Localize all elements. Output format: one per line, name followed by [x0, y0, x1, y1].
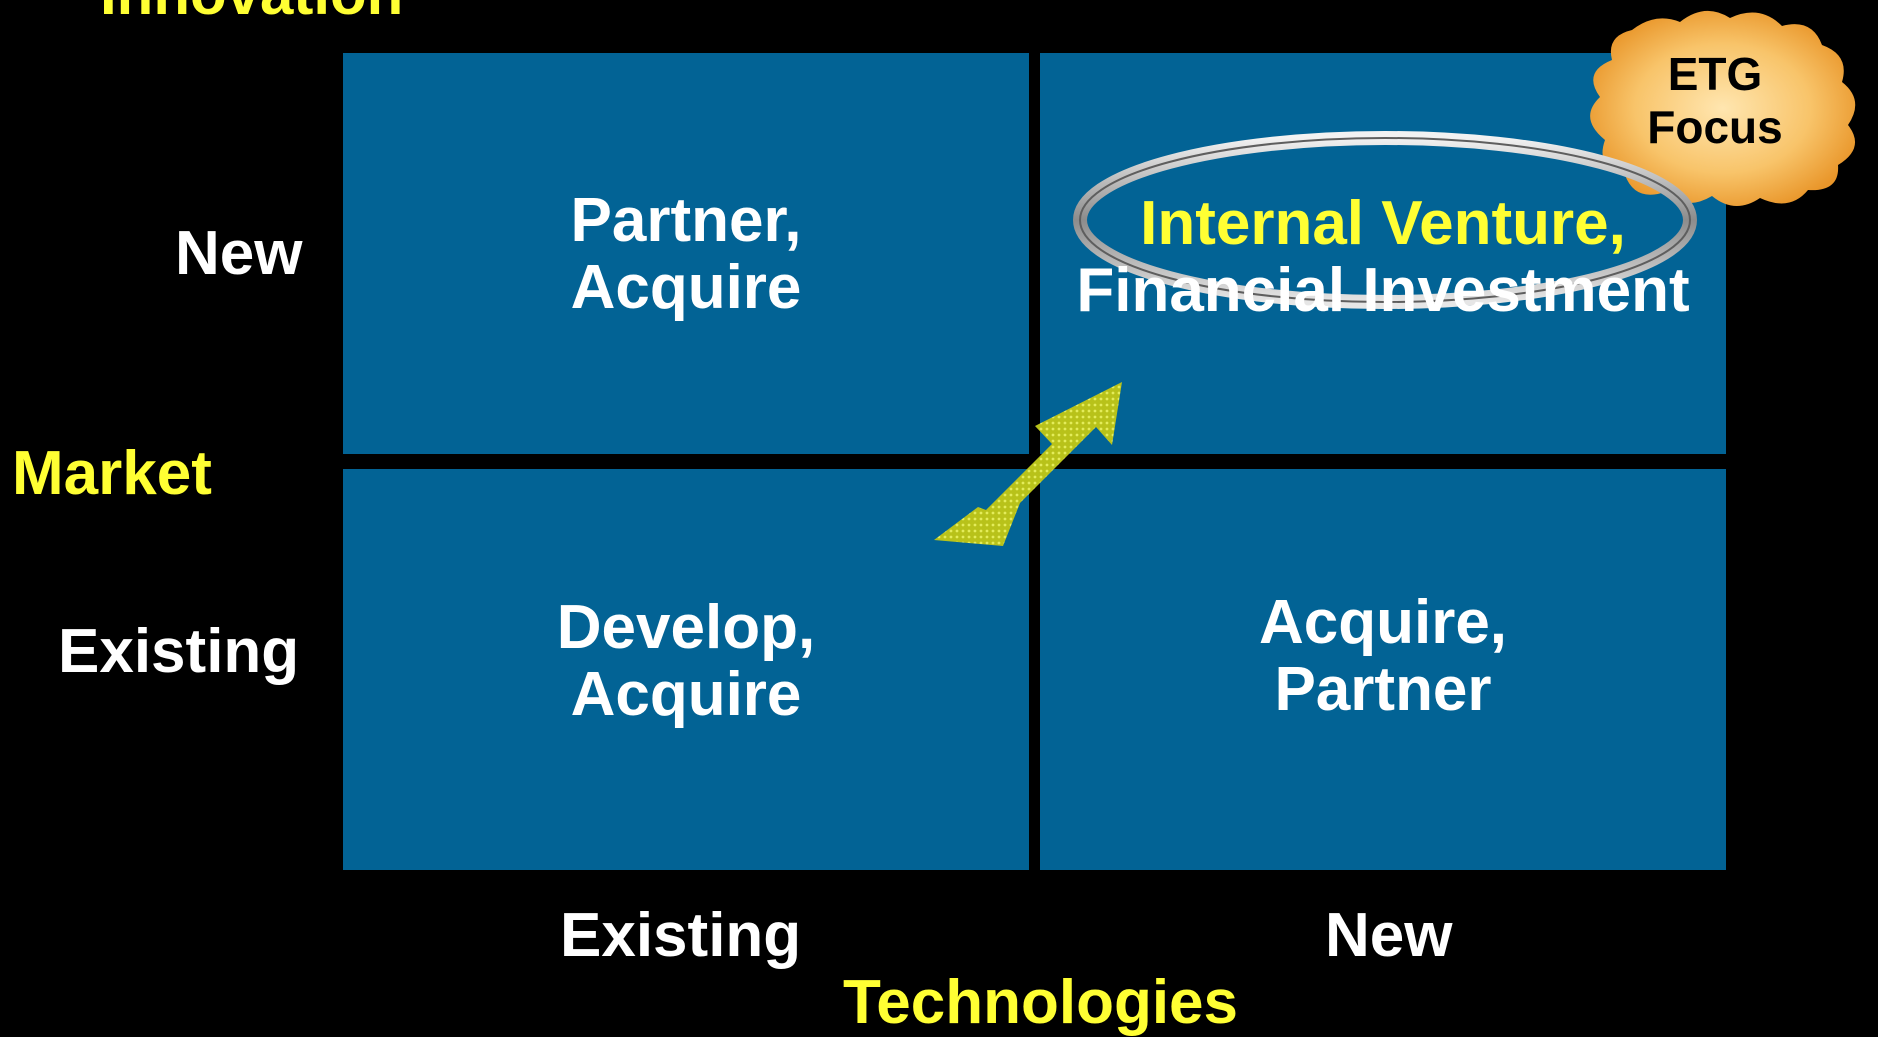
double-arrow-icon	[934, 382, 1122, 546]
quadrant-existing-market-new-tech: Acquire, Partner	[1040, 469, 1726, 870]
quadrant-new-market-existing-tech: Partner, Acquire	[343, 53, 1029, 454]
callout-line1: ETG	[1667, 48, 1763, 100]
quadrant-text-top-right: Internal Venture, Financial Investment	[1040, 190, 1726, 324]
callout-line2: Focus	[1647, 101, 1783, 153]
quadrant-text-line1: Acquire,	[1258, 587, 1508, 657]
quadrant-text-line2: Acquire	[570, 659, 802, 729]
callout-text: ETG Focus	[1615, 48, 1815, 154]
quadrant-text-line2: Partner	[1274, 654, 1492, 724]
quadrant-existing-market-existing-tech: Develop, Acquire	[343, 469, 1029, 870]
x-axis-right-label: New	[1325, 901, 1453, 970]
y-axis-bottom-label: Existing	[58, 617, 300, 686]
page-title: Innovation	[100, 0, 403, 24]
highlight-ellipse-edge	[1079, 137, 1691, 303]
quadrant-text-line1: Partner,	[570, 185, 802, 255]
x-axis-title: Technologies	[843, 968, 1239, 1037]
quadrant-text-line2: Acquire	[570, 252, 802, 322]
x-axis-left-label: Existing	[560, 901, 802, 970]
y-axis-title: Market	[12, 439, 212, 508]
quadrant-text-line1: Internal Venture,	[1140, 189, 1626, 258]
y-axis-top-label: New	[175, 219, 303, 288]
quadrant-text-line1: Develop,	[556, 592, 816, 662]
starburst-callout	[1590, 10, 1856, 207]
quadrant-text-line2: Financial Investment	[1076, 256, 1690, 325]
